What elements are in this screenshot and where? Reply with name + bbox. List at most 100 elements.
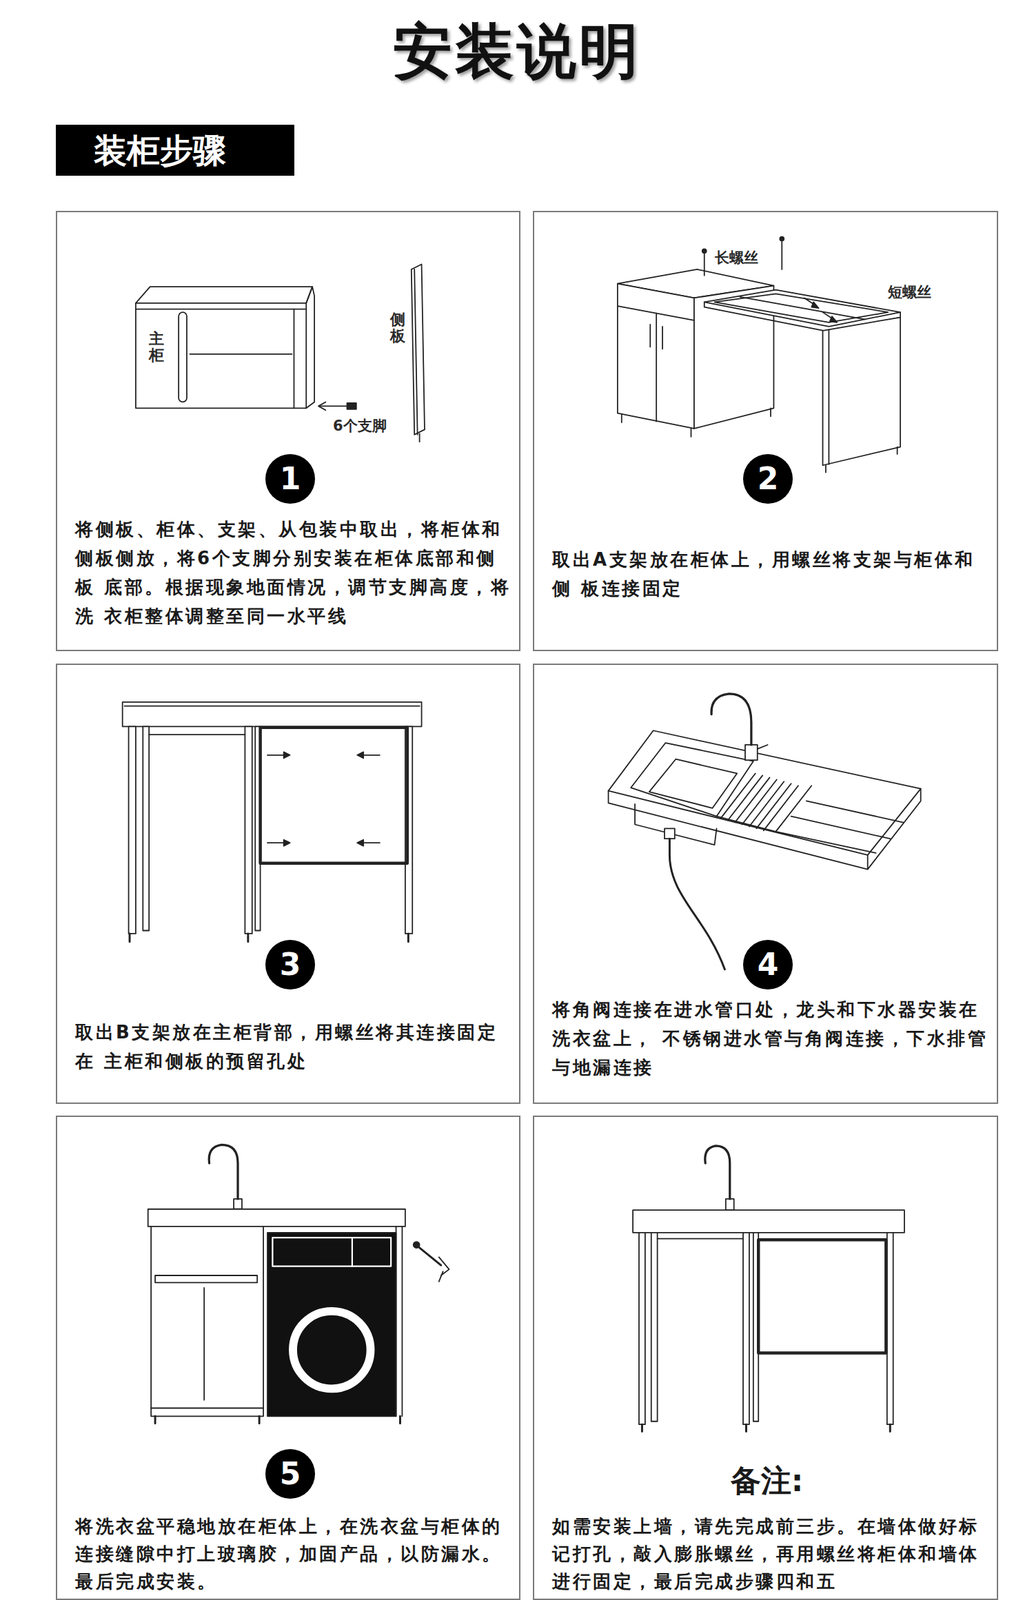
- wall-mount-frame: [705, 1146, 731, 1200]
- support-frame-a: [704, 290, 901, 327]
- faucet-drawing: [745, 745, 758, 761]
- glue-icon: [413, 1242, 420, 1249]
- washing-machine: [267, 1233, 397, 1418]
- label-holder: 短螺丝: [887, 282, 932, 302]
- screws: [811, 301, 819, 309]
- page-title: 安装说明: [0, 15, 1034, 87]
- step-description: 将侧板、柜体、支架、从包装中取出，将柜体和 侧板侧放，将6个支脚分别安装在柜体底…: [75, 514, 517, 631]
- part-label: 侧板: [390, 311, 406, 345]
- main-cabinet-drawing: [306, 286, 315, 409]
- screws: [781, 240, 783, 269]
- part-label: 主柜: [148, 330, 165, 364]
- main-cabinet-drawing: [135, 286, 313, 304]
- step-number-text: 2: [743, 454, 793, 504]
- side-panel-perspective: [823, 317, 901, 473]
- sink-drawing: [649, 759, 737, 809]
- frame-front-view: [122, 702, 422, 728]
- assembled-cabinet: [155, 1416, 400, 1424]
- step-panel: 将角阀连接在进水管口处，龙头和下水器安装在 洗衣盆上， 不锈钢进水管与角阀连接，…: [532, 663, 999, 1105]
- assembled-cabinet: [150, 1408, 264, 1410]
- wall-mount-frame: [639, 1233, 646, 1425]
- step-panel: 取出B支架放在主柜背部，用螺丝将其连接固定在 主柜和侧板的预留孔处 3: [55, 663, 521, 1105]
- banner-text: 装柜步骤: [93, 124, 295, 176]
- step-panel: 将洗衣盆平稳地放在柜体上，在洗衣盆与柜体的 连接缝隙中打上玻璃胶，加固产品，以防…: [55, 1116, 521, 1600]
- cabinet-perspective: [617, 284, 695, 429]
- washing-machine: [267, 1233, 397, 1418]
- assembled-cabinet: [155, 1275, 258, 1283]
- sink-drawing: [630, 743, 754, 817]
- drain-pipe: [664, 828, 725, 970]
- part-label: 短螺丝: [887, 282, 932, 302]
- assembled-cabinet: [150, 1227, 264, 1417]
- frame-front-view: [260, 727, 408, 864]
- cabinet-perspective: [650, 324, 663, 350]
- side-panel-perspective: [825, 447, 898, 473]
- label-holder: 长螺丝: [714, 248, 759, 268]
- assembled-cabinet: [148, 1144, 406, 1424]
- step-number-text: 4: [743, 940, 793, 990]
- side-panel-perspective: [823, 317, 901, 466]
- sink-drawing: [608, 730, 921, 870]
- wall-mount-frame: [632, 1146, 905, 1433]
- washing-machine: [351, 1238, 353, 1267]
- step-description: 取出B支架放在主柜背部，用螺丝将其连接固定在 主柜和侧板的预留孔处: [75, 1018, 517, 1077]
- assembled-cabinet: [233, 1199, 242, 1210]
- step-number-text: 1: [265, 454, 316, 504]
- step-number: 3: [265, 940, 316, 990]
- screws: [779, 237, 784, 242]
- assembled-cabinet: [203, 1288, 205, 1401]
- wall-mount-frame: [641, 1424, 890, 1432]
- side-panel-drawing: [411, 264, 425, 443]
- sink-drawing: [634, 804, 717, 846]
- main-cabinet-drawing: [135, 303, 307, 409]
- drain-pipe: [664, 828, 675, 839]
- frame-front-view: [122, 702, 422, 943]
- sink-drawing: [720, 773, 799, 831]
- side-panel-drawing: [411, 264, 425, 435]
- part-label: 6个支脚: [332, 416, 387, 436]
- frame-front-view: [244, 726, 252, 935]
- wall-mount-frame: [657, 1238, 744, 1241]
- step-number-text: 3: [265, 940, 316, 990]
- step-description: 如需安装上墙，请先完成前三步。在墙体做好标 记打孔，敲入膨胀螺丝，再用螺丝将柜体…: [552, 1513, 994, 1596]
- support-frame-a: [740, 297, 866, 320]
- side-panel-drawing: [419, 433, 421, 442]
- step-panel: 将侧板、柜体、支架、从包装中取出，将柜体和 侧板侧放，将6个支脚分别安装在柜体底…: [55, 210, 521, 652]
- washing-machine: [272, 1238, 391, 1267]
- title-holder: 安装说明: [0, 15, 1034, 87]
- screws: [829, 316, 837, 323]
- step-panel: 备注: 如需安装上墙，请先完成前三步。在墙体做好标 记打孔，敲入膨胀螺丝，再用螺丝…: [532, 1116, 999, 1600]
- frame-front-view: [124, 705, 420, 708]
- washing-machine: [292, 1311, 371, 1390]
- step-number: 2: [743, 454, 793, 504]
- wall-mount-frame: [758, 1240, 886, 1354]
- cabinet-perspective: [621, 408, 771, 437]
- drain-pipe: [669, 838, 725, 970]
- screws: [702, 248, 707, 253]
- label-holder: 主柜: [148, 330, 165, 364]
- sink-drawing: [775, 801, 904, 854]
- label-holder: 6个支脚: [332, 416, 387, 436]
- glue-icon: [439, 1257, 450, 1283]
- side-panel-perspective: [828, 329, 830, 464]
- wall-mount-frame: [725, 1199, 735, 1211]
- sink-drawing: [716, 785, 813, 833]
- cabinet-perspective: [655, 313, 657, 422]
- support-foot-arrow: [346, 403, 356, 410]
- screws: [703, 252, 706, 276]
- glue-icon: [413, 1242, 450, 1283]
- faucet-drawing: [757, 745, 768, 750]
- step-number: 1: [265, 454, 316, 504]
- screws: [702, 237, 837, 323]
- support-foot-arrow: [318, 401, 326, 411]
- note-heading: 备注:: [534, 1462, 1000, 1501]
- section-banner: 装柜步骤: [55, 124, 295, 176]
- step-number-text: 5: [265, 1449, 316, 1500]
- frame-front-view: [129, 934, 409, 943]
- frame-front-view: [128, 726, 136, 935]
- step-number: 4: [743, 940, 793, 990]
- wall-mount-frame: [651, 1233, 658, 1423]
- step-description: 将角阀连接在进水管口处，龙头和下水器安装在 洗衣盆上， 不锈钢进水管与角阀连接，…: [552, 995, 994, 1083]
